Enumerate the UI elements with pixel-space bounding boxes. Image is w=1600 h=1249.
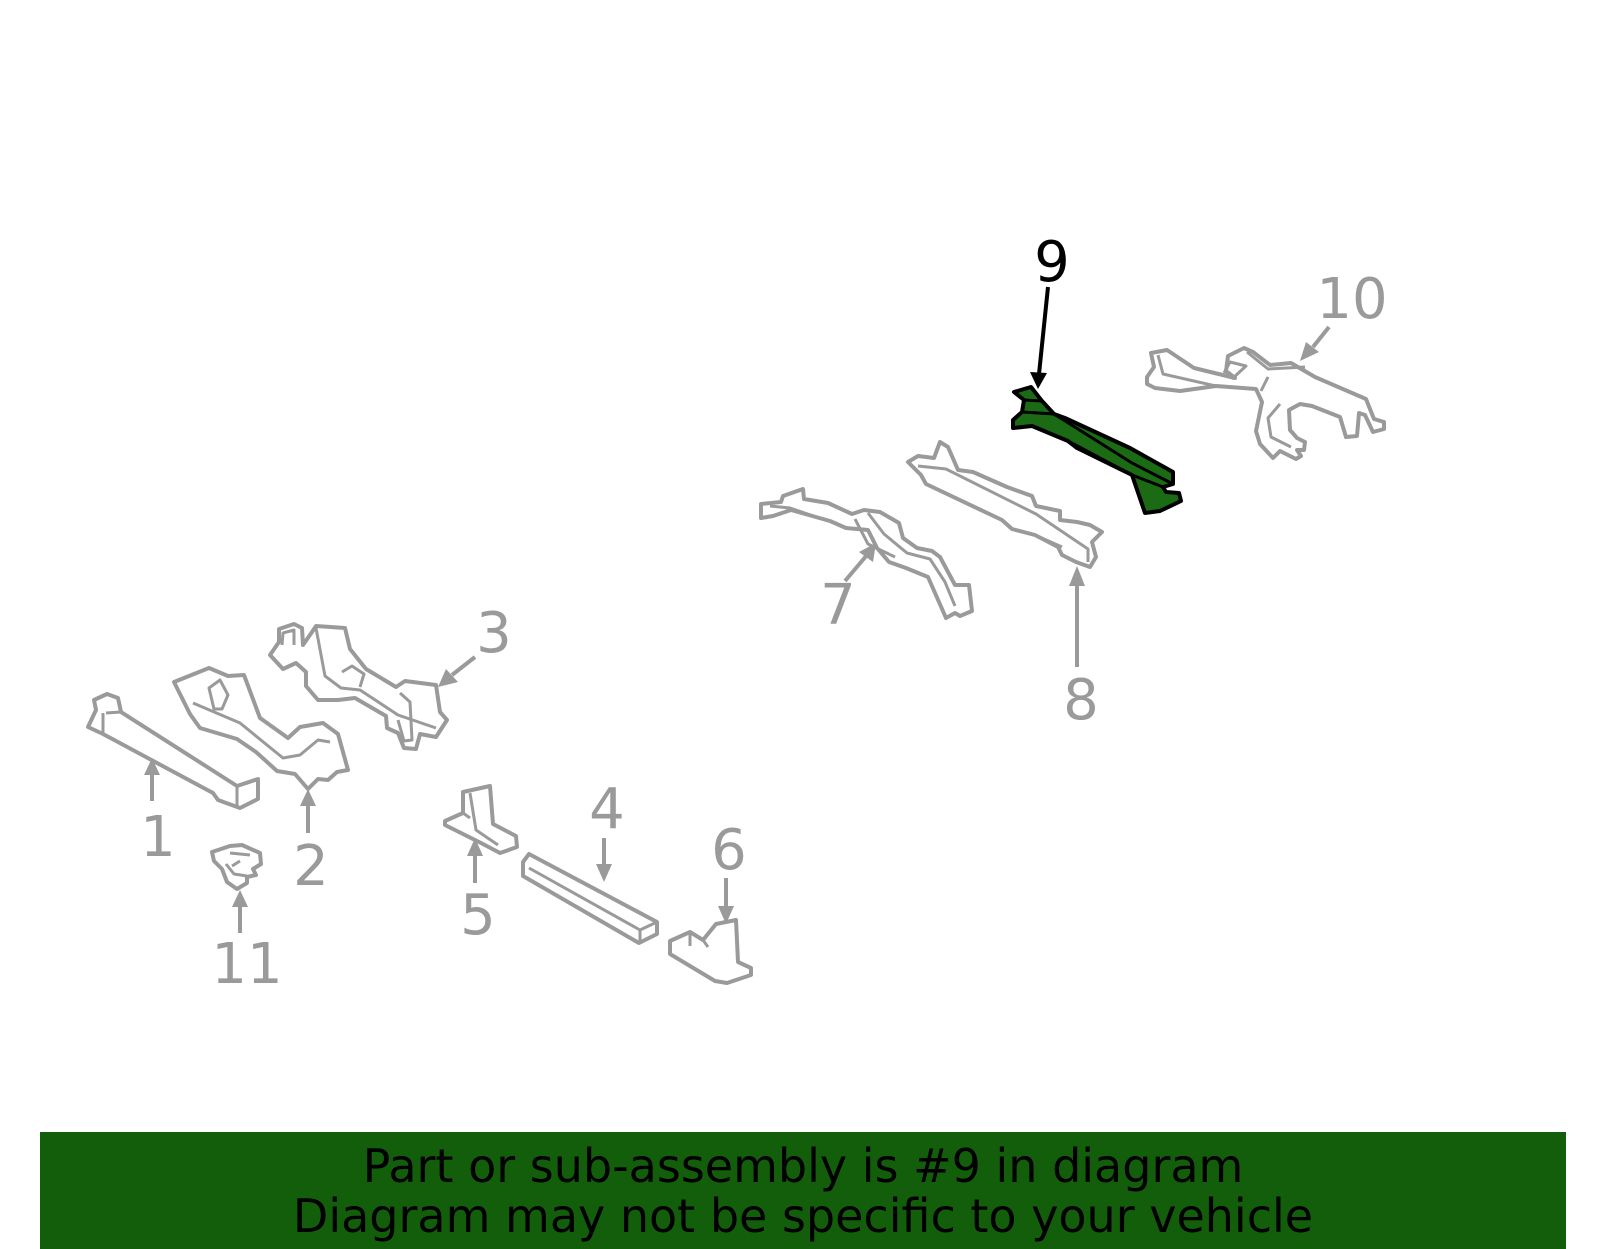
callout-label: 1 bbox=[140, 805, 176, 870]
callout-6[interactable]: 6 bbox=[711, 818, 747, 924]
callout-label: 3 bbox=[476, 601, 512, 666]
callout-3[interactable]: 3 bbox=[438, 601, 512, 687]
callout-label: 10 bbox=[1316, 267, 1387, 332]
part-1[interactable] bbox=[86, 692, 260, 810]
callout-4[interactable]: 4 bbox=[589, 777, 625, 882]
callout-label: 11 bbox=[211, 932, 282, 997]
callout-9[interactable]: 9 bbox=[1030, 230, 1070, 389]
callout-7[interactable]: 7 bbox=[820, 543, 876, 638]
callout-10[interactable]: 10 bbox=[1300, 267, 1388, 361]
callout-11[interactable]: 11 bbox=[211, 890, 283, 997]
callout-label: 6 bbox=[711, 818, 747, 883]
callout-1[interactable]: 1 bbox=[140, 758, 176, 870]
callout-label: 4 bbox=[589, 777, 625, 842]
callout-label: 9 bbox=[1034, 230, 1070, 295]
part-3[interactable] bbox=[268, 622, 449, 751]
callout-label: 8 bbox=[1063, 668, 1099, 733]
part-2[interactable] bbox=[172, 666, 350, 791]
info-banner: Part or sub-assembly is #9 in diagram Di… bbox=[40, 1132, 1566, 1249]
callout-8[interactable]: 8 bbox=[1063, 566, 1099, 733]
part-8[interactable] bbox=[906, 440, 1104, 569]
part-9[interactable] bbox=[1011, 385, 1183, 515]
part-5[interactable] bbox=[443, 784, 519, 855]
banner-line-2: Diagram may not be specific to your vehi… bbox=[292, 1188, 1314, 1243]
part-11[interactable] bbox=[210, 843, 263, 891]
part-10[interactable] bbox=[1145, 346, 1386, 461]
part-6[interactable] bbox=[668, 918, 753, 985]
part-4[interactable] bbox=[521, 852, 659, 945]
banner-line-1: Part or sub-assembly is #9 in diagram bbox=[362, 1138, 1244, 1193]
part-7[interactable] bbox=[759, 487, 974, 620]
callout-5[interactable]: 5 bbox=[460, 838, 496, 948]
callout-label: 7 bbox=[820, 573, 856, 638]
callout-label: 5 bbox=[460, 883, 496, 948]
callout-2[interactable]: 2 bbox=[293, 789, 329, 899]
callout-label: 2 bbox=[293, 834, 329, 899]
